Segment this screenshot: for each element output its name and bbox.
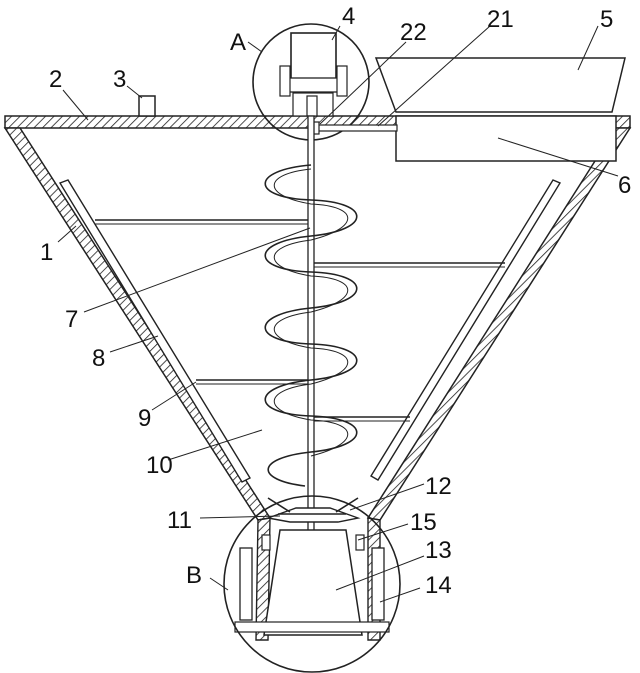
- callout-1: 1: [40, 239, 53, 266]
- leader-13: [335, 555, 425, 591]
- leader-7: [83, 227, 311, 313]
- leader-11: [199, 515, 281, 519]
- callout-11: 11: [167, 507, 192, 534]
- feed-box-6: [395, 115, 617, 162]
- leader-6: [497, 137, 619, 177]
- leader-15: [357, 523, 409, 541]
- right-bracket-15: [355, 534, 365, 551]
- leader-22: [319, 41, 407, 125]
- callout-13: 13: [425, 537, 452, 564]
- detail-circle-B: [223, 495, 401, 673]
- valve-cone-12: [265, 507, 361, 523]
- motor-4: [290, 32, 337, 86]
- leader-B: [209, 577, 229, 591]
- stirring-shaft-7: [307, 115, 315, 541]
- leader-3: [126, 85, 143, 99]
- leader-12: [349, 483, 425, 511]
- left-inner-liner: [58, 179, 251, 483]
- callout-A: A: [230, 29, 246, 56]
- feed-inlet-5: [374, 57, 626, 113]
- helical-ribbon-10: [264, 164, 358, 487]
- right-hopper-wall: [366, 127, 632, 521]
- callout-12: 12: [425, 473, 452, 500]
- leader-4: [331, 25, 341, 41]
- bottom-flange: [234, 621, 390, 633]
- callout-4: 4: [342, 3, 355, 30]
- leader-A: [247, 41, 263, 53]
- left-guide-14: [239, 547, 253, 621]
- leader-8: [109, 335, 159, 353]
- helical-ribbon-inner: [273, 168, 349, 457]
- callout-8: 8: [92, 345, 105, 372]
- leader-2: [62, 89, 89, 121]
- outlet-body-13: [263, 529, 363, 636]
- leader-21: [377, 25, 491, 127]
- callout-B: B: [186, 562, 202, 589]
- callout-3: 3: [113, 66, 126, 93]
- leader-5: [577, 25, 599, 71]
- motor-mount: [282, 77, 345, 93]
- callout-5: 5: [600, 6, 613, 33]
- left-bracket-15: [261, 534, 271, 551]
- part-12-arm-right: [335, 497, 359, 513]
- callout-14: 14: [425, 572, 452, 599]
- right-guide-14: [371, 547, 385, 621]
- slide-plate-21: [316, 124, 398, 132]
- callout-7: 7: [65, 306, 78, 333]
- callout-22: 22: [400, 19, 427, 46]
- callout-10: 10: [146, 452, 173, 479]
- part-3-post: [138, 95, 156, 117]
- callout-2: 2: [49, 66, 62, 93]
- callout-21: 21: [487, 6, 514, 33]
- callout-15: 15: [410, 509, 437, 536]
- leader-9: [151, 381, 197, 411]
- leader-10: [167, 429, 263, 461]
- callout-9: 9: [138, 405, 151, 432]
- leader-14: [379, 587, 421, 603]
- motor-bracket-left: [279, 65, 291, 97]
- right-inner-liner: [370, 179, 562, 481]
- motor-bracket-right: [336, 65, 348, 97]
- part-12-arm-left: [267, 497, 291, 513]
- coupling: [306, 95, 318, 117]
- leader-1: [57, 225, 77, 243]
- callout-6: 6: [618, 172, 631, 199]
